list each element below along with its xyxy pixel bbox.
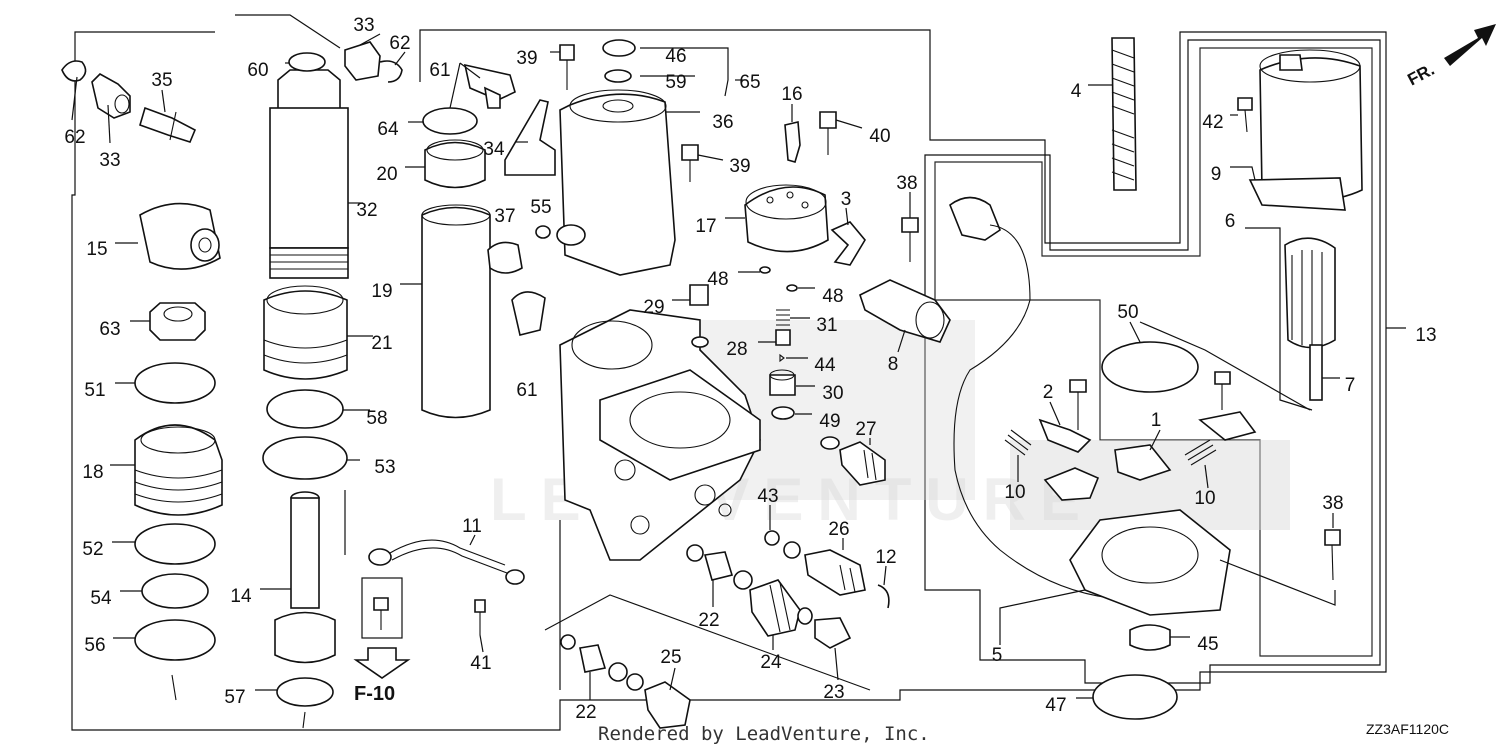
callout-54: 54 <box>90 588 112 609</box>
callout-10: 10 <box>1194 488 1215 509</box>
top-left-parts <box>61 60 197 143</box>
callout-59: 59 <box>665 72 686 93</box>
callout-45: 45 <box>1197 634 1218 655</box>
callout-47: 47 <box>1045 695 1066 716</box>
callout-6: 6 <box>1225 211 1236 232</box>
callout-49: 49 <box>819 411 840 432</box>
drawing-code: ZZ3AF1120C <box>1366 721 1449 737</box>
callout-30: 30 <box>822 383 843 404</box>
callout-3: 3 <box>841 189 852 210</box>
callout-46: 46 <box>665 46 686 67</box>
front-direction-arrow: FR. <box>1404 24 1496 89</box>
callout-24: 24 <box>760 652 782 673</box>
callout-48: 48 <box>707 269 728 290</box>
upper-middle-parts <box>421 63 516 419</box>
callout-22: 22 <box>575 702 596 723</box>
callout-52: 52 <box>82 539 103 560</box>
callout-22: 22 <box>698 610 719 631</box>
callout-39: 39 <box>729 156 750 177</box>
callout-60: 60 <box>247 60 268 81</box>
callout-27: 27 <box>855 419 876 440</box>
brush-assembly-parts <box>1004 371 1341 720</box>
callout-53: 53 <box>374 457 395 478</box>
callout-7: 7 <box>1345 375 1356 396</box>
callout-31: 31 <box>816 315 837 336</box>
callout-5: 5 <box>992 645 1003 666</box>
render-credit: Rendered by LeadVenture, Inc. <box>598 723 930 745</box>
callout-39: 39 <box>516 48 537 69</box>
callout-62: 62 <box>389 33 410 54</box>
pump-housing <box>559 309 761 561</box>
callout-38: 38 <box>1322 493 1343 514</box>
motor-parts <box>949 37 1363 599</box>
callout-64: 64 <box>377 119 399 140</box>
callout-56: 56 <box>84 635 105 656</box>
callout-9: 9 <box>1211 164 1222 185</box>
fr-label: FR. <box>1404 60 1437 90</box>
callout-38: 38 <box>896 173 917 194</box>
reservoir-parts <box>487 39 699 336</box>
callout-61: 61 <box>429 60 450 81</box>
callout-43: 43 <box>757 486 778 507</box>
callout-57: 57 <box>224 687 245 708</box>
callout-32: 32 <box>356 200 377 221</box>
callout-16: 16 <box>781 84 802 105</box>
callout-1: 1 <box>1151 410 1162 431</box>
callout-51: 51 <box>84 380 105 401</box>
callout-40: 40 <box>869 126 890 147</box>
callout-4: 4 <box>1071 81 1082 102</box>
callout-55: 55 <box>530 197 551 218</box>
callout-61: 61 <box>516 380 537 401</box>
left-parts <box>134 202 223 701</box>
callout-42: 42 <box>1202 112 1223 133</box>
callout-65: 65 <box>739 72 760 93</box>
callout-33: 33 <box>99 150 120 171</box>
callout-13: 13 <box>1415 325 1436 346</box>
callout-19: 19 <box>371 281 392 302</box>
callout-62: 62 <box>64 127 85 148</box>
callout-21: 21 <box>371 333 392 354</box>
callout-58: 58 <box>366 408 387 429</box>
callout-28: 28 <box>726 339 747 360</box>
callout-44: 44 <box>814 355 836 376</box>
callout-37: 37 <box>494 206 515 227</box>
callout-35: 35 <box>151 70 172 91</box>
callout-11: 11 <box>462 516 482 537</box>
callout-29: 29 <box>643 297 664 318</box>
callout-2: 2 <box>1043 382 1054 403</box>
callout-34: 34 <box>483 139 505 160</box>
ground-wire-parts: F-10 <box>353 539 525 705</box>
callout-8: 8 <box>888 354 899 375</box>
callout-23: 23 <box>823 682 844 703</box>
small-valve-parts <box>689 266 886 486</box>
callout-17: 17 <box>695 216 716 237</box>
callout-25: 25 <box>660 647 681 668</box>
group-boundaries <box>71 14 1387 731</box>
callout-15: 15 <box>86 239 107 260</box>
callout-18: 18 <box>82 462 103 483</box>
callout-26: 26 <box>828 519 849 540</box>
leader-lines <box>71 33 1406 700</box>
screw-and-cover <box>859 217 951 343</box>
top-seal-parts <box>288 41 403 83</box>
callout-41: 41 <box>470 653 491 674</box>
callout-10: 10 <box>1004 482 1025 503</box>
callout-12: 12 <box>875 547 896 568</box>
lower-valve-parts <box>544 530 890 729</box>
callout-36: 36 <box>712 112 733 133</box>
callout-33: 33 <box>353 15 374 36</box>
callout-50: 50 <box>1117 302 1138 323</box>
callout-14: 14 <box>230 586 252 607</box>
callout-20: 20 <box>376 164 397 185</box>
tilt-cylinder-parts <box>262 69 349 729</box>
valve-block-parts <box>744 111 866 266</box>
f10-reference-label: F-10 <box>354 683 395 705</box>
callout-63: 63 <box>99 319 120 340</box>
callout-48: 48 <box>822 286 843 307</box>
